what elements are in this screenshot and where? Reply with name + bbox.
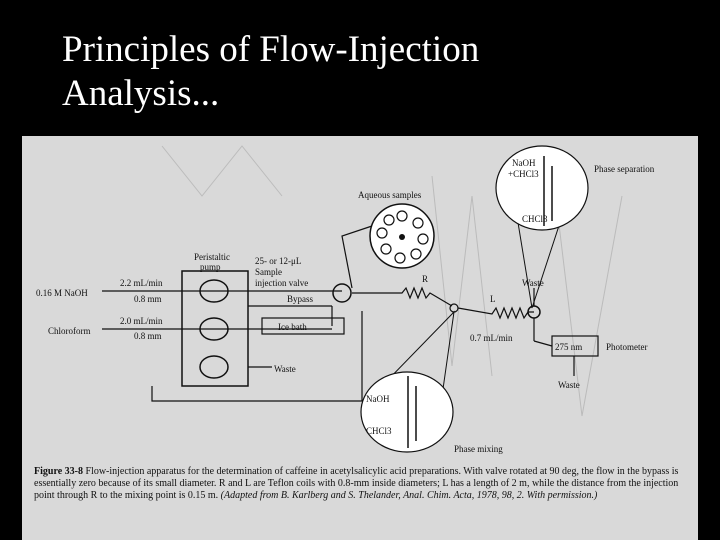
label-flow-out: 0.7 mL/min	[470, 333, 513, 343]
phase-mixing-cone	[381, 310, 455, 397]
label-aqueous-samples: Aqueous samples	[358, 190, 422, 200]
sample-line	[341, 225, 373, 289]
ice-bath-box	[261, 317, 345, 335]
feed-lines	[102, 290, 363, 402]
label-ice-bath: Ice bath	[278, 322, 307, 332]
label-peristaltic: Peristaltic	[194, 252, 230, 262]
label-chcl3-top: CHCl3	[522, 214, 548, 224]
label-rate1: 2.2 mL/min	[120, 278, 163, 288]
label-waste-bottom: Waste	[558, 380, 580, 390]
label-bypass: Bypass	[287, 294, 314, 304]
label-waste-top: Waste	[522, 278, 544, 288]
label-pump: pump	[200, 262, 221, 272]
injection-valve	[332, 283, 352, 303]
figure-label: Figure 33-8	[34, 466, 83, 477]
phase-separation-inset	[495, 145, 589, 231]
label-naoh-feed: 0.16 M NaOH	[36, 288, 88, 298]
label-valve-3: injection valve	[255, 278, 308, 288]
mixing-point	[449, 303, 459, 313]
label-coil-l: L	[490, 294, 496, 304]
label-coil-r: R	[422, 274, 428, 284]
scanned-figure: Peristaltic pump 0.16 M NaOH 2.2 mL/min …	[22, 136, 698, 540]
label-naoh-chcl3-2: +CHCl3	[508, 169, 539, 179]
label-valve-1: 25- or 12-μL	[255, 256, 301, 266]
label-phase-mixing: Phase mixing	[454, 444, 503, 454]
slide-title: Principles of Flow-Injection Analysis...	[62, 28, 662, 116]
label-diam2: 0.8 mm	[134, 331, 162, 341]
label-naoh-mix: NaOH	[366, 394, 390, 404]
label-valve-2: Sample	[255, 267, 282, 277]
coil-l	[457, 306, 534, 320]
label-naoh-chcl3: NaOH	[512, 158, 536, 168]
coil-r	[352, 286, 453, 307]
caption-text: Flow-injection apparatus for the determi…	[34, 466, 679, 501]
phase-mixing-inset	[360, 371, 454, 453]
caption-source: (Adapted from B. Karlberg and S. Theland…	[220, 490, 598, 501]
scan-ghost-lines	[161, 145, 623, 417]
label-phase-separation: Phase separation	[594, 164, 655, 174]
figure-caption: Figure 33-8 Flow-injection apparatus for…	[34, 466, 694, 502]
label-diam1: 0.8 mm	[134, 294, 162, 304]
label-detector: 275 nm	[555, 342, 582, 352]
label-rate2: 2.0 mL/min	[120, 316, 163, 326]
pump-roller-3	[199, 355, 229, 379]
label-waste-pump: Waste	[274, 364, 296, 374]
sample-vials	[376, 210, 429, 264]
slide-title-line1: Principles of Flow-Injection	[62, 29, 480, 70]
flow-injection-diagram: Peristaltic pump 0.16 M NaOH 2.2 mL/min …	[36, 145, 655, 454]
slide-title-line2: Analysis...	[62, 73, 220, 114]
label-photometer: Photometer	[606, 342, 648, 352]
label-chcl3-mix: CHCl3	[366, 426, 392, 436]
label-chloroform: Chloroform	[48, 326, 91, 336]
